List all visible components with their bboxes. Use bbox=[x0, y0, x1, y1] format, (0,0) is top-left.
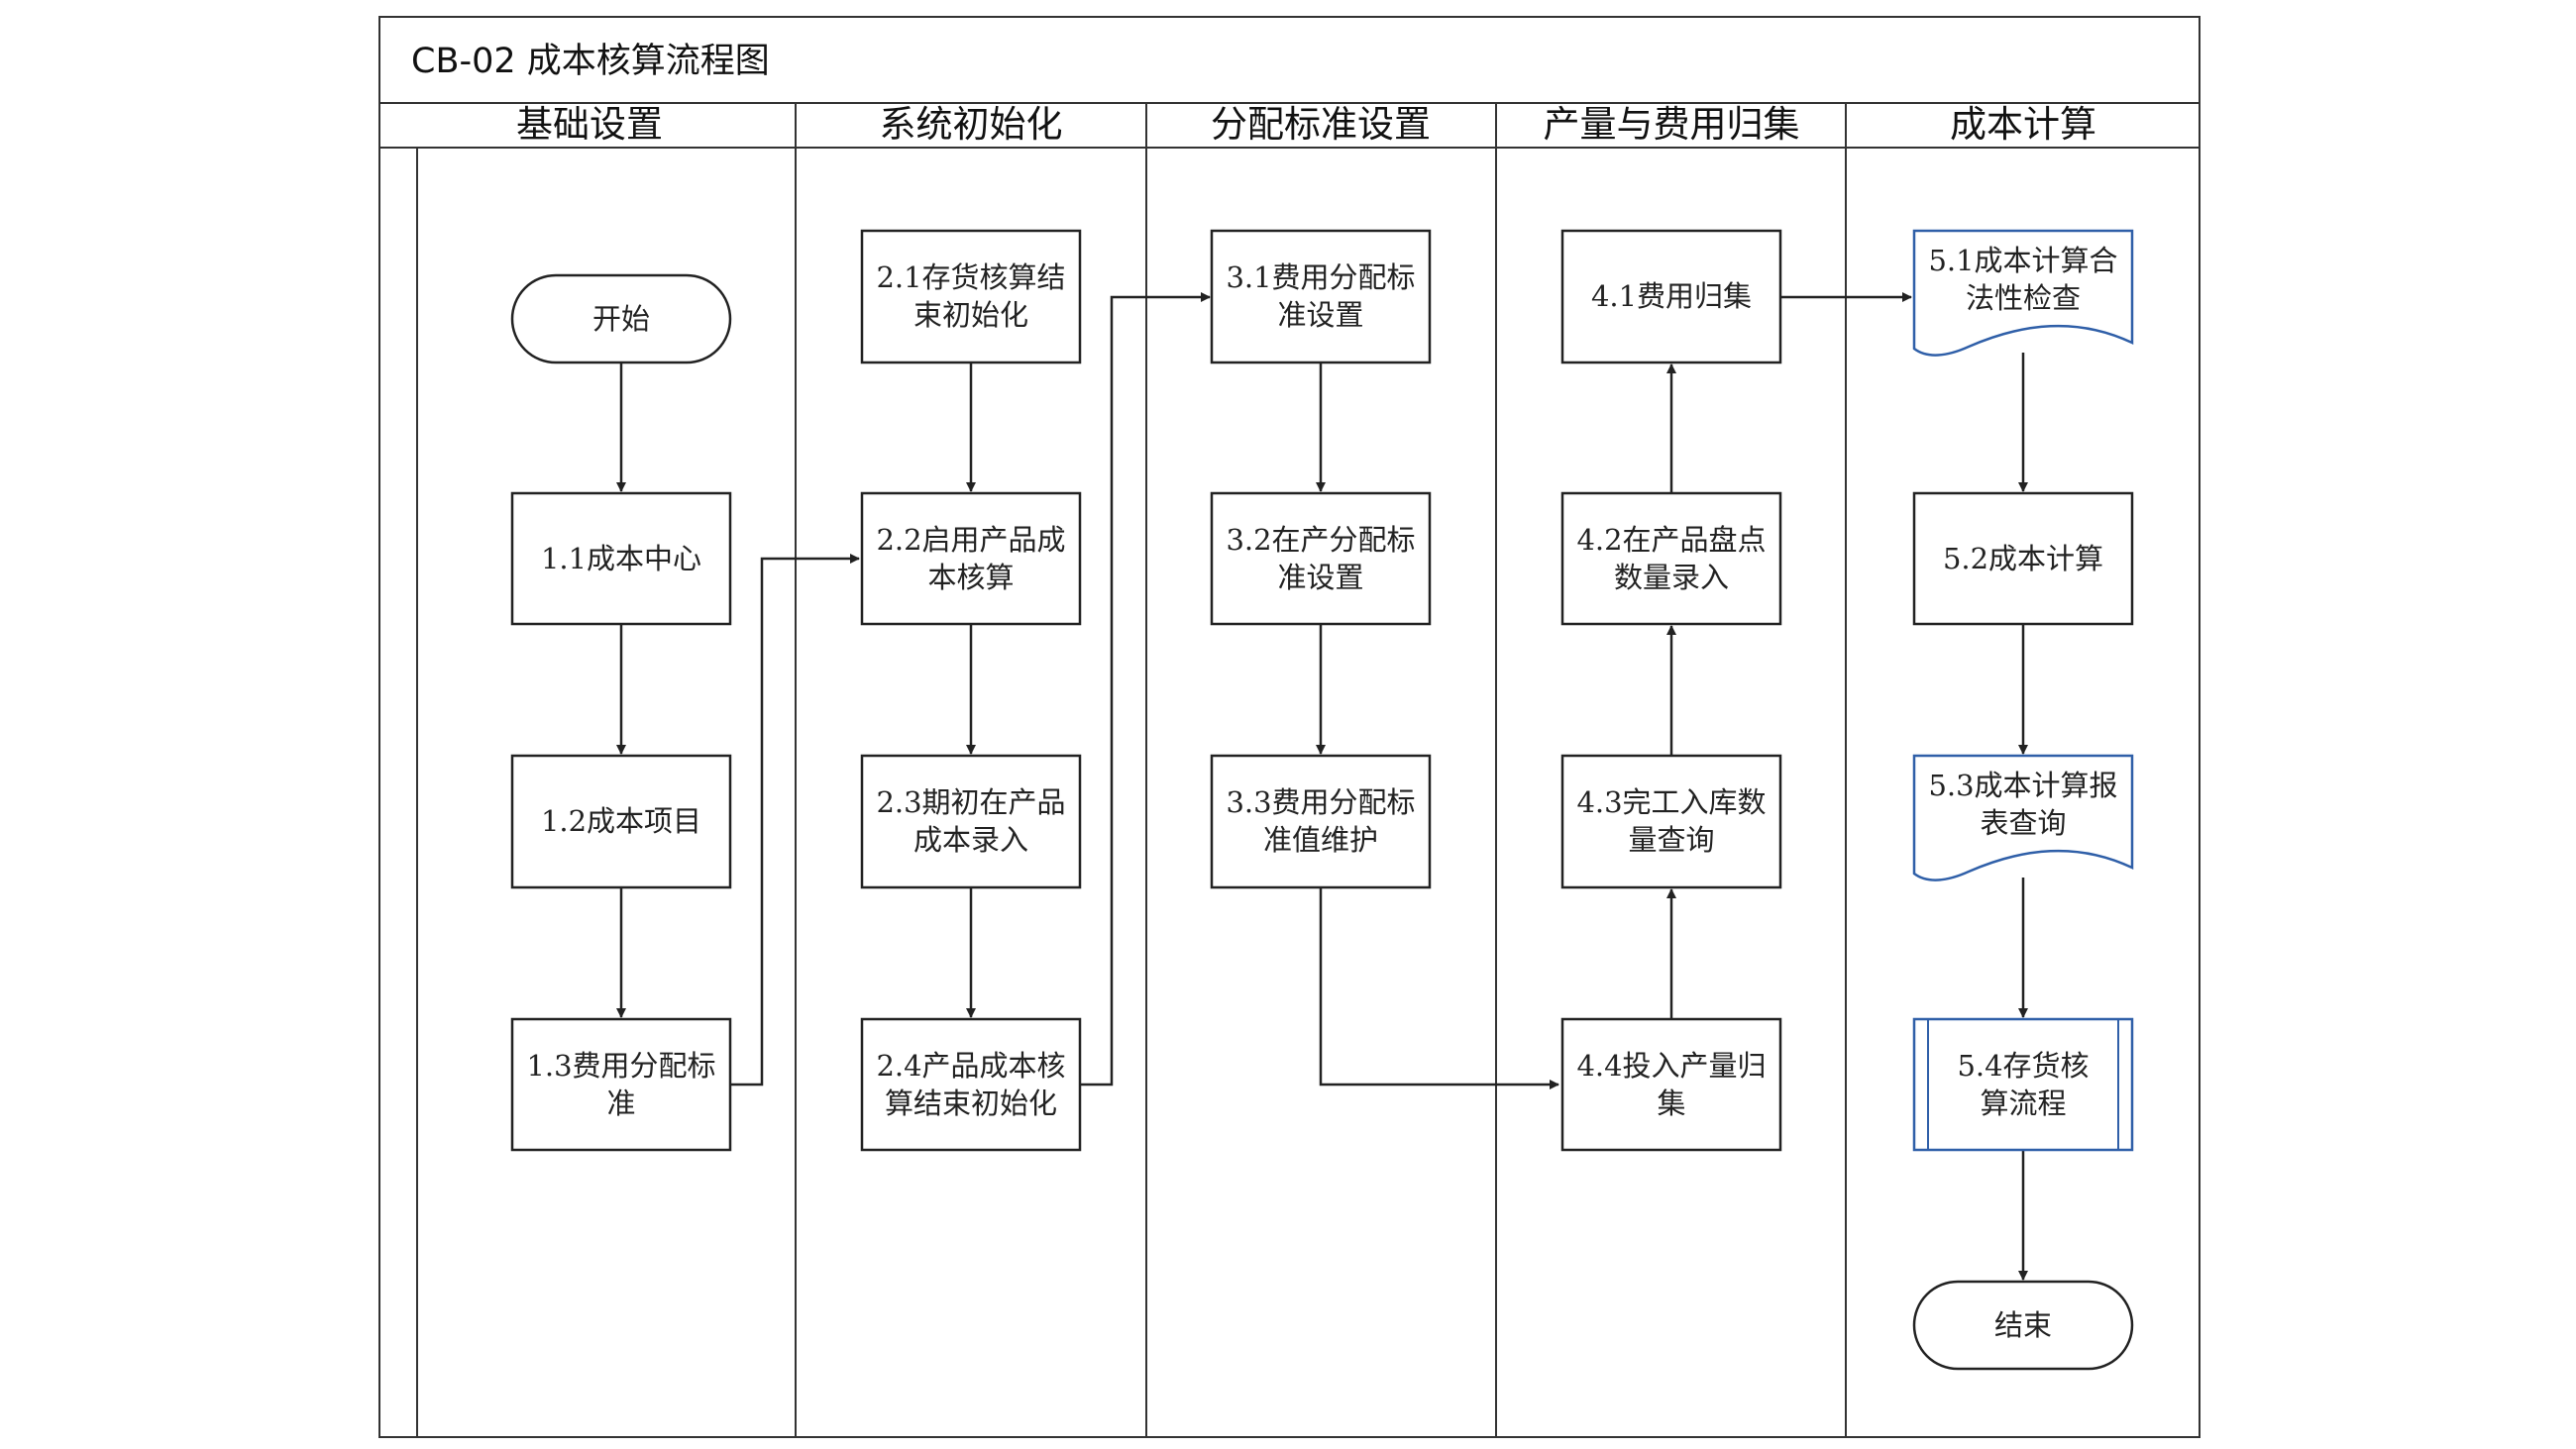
step-5-4-label: 5.4存货核算流程 bbox=[1957, 1049, 2089, 1120]
n5_2-label-line-0: 5.2成本计算 bbox=[1943, 542, 2103, 575]
step-1-1-label: 1.1成本中心 bbox=[541, 542, 701, 575]
step-5-2-box bbox=[1912, 491, 2134, 626]
edge-1-3-to-2-2 bbox=[730, 554, 860, 1087]
step-1-1-box bbox=[510, 491, 732, 626]
n5_4-label-line-1: 算流程 bbox=[1980, 1087, 2066, 1120]
step-2-1-box bbox=[860, 229, 1082, 364]
step-1-3-box bbox=[510, 1017, 732, 1152]
step-2-2-label: 2.2启用产品成本核算 bbox=[876, 523, 1065, 594]
n2_2-label-line-0: 2.2启用产品成 bbox=[876, 523, 1065, 557]
lane-header-allocation-standard: 分配标准设置 bbox=[1211, 103, 1431, 146]
step-3-1-label: 3.1费用分配标准设置 bbox=[1226, 260, 1415, 332]
n5_3-label-line-0: 5.3成本计算报 bbox=[1928, 769, 2117, 802]
n2_3-label-line-0: 2.3期初在产品 bbox=[876, 785, 1065, 819]
start-label-line-0: 开始 bbox=[592, 302, 650, 336]
n3_1-label-line-1: 准设置 bbox=[1277, 298, 1363, 332]
step-4-1-box bbox=[1560, 229, 1782, 364]
n3_3-label-line-1: 准值维护 bbox=[1263, 823, 1378, 857]
step-5-2-label: 5.2成本计算 bbox=[1943, 542, 2103, 575]
n5_1-label-line-0: 5.1成本计算合 bbox=[1928, 244, 2117, 277]
n3_3-label-line-0: 3.3费用分配标 bbox=[1226, 785, 1415, 819]
end-terminator bbox=[1912, 1280, 2134, 1371]
n1_1-label-line-0: 1.1成本中心 bbox=[541, 542, 701, 575]
n5_4-label-line-0: 5.4存货核 bbox=[1957, 1049, 2089, 1083]
step-2-1-label: 2.1存货核算结束初始化 bbox=[876, 260, 1065, 332]
n3_2-label-line-0: 3.2在产分配标 bbox=[1226, 523, 1415, 557]
step-4-4-label: 4.4投入产量归集 bbox=[1576, 1049, 1766, 1120]
step-2-2-box bbox=[860, 491, 1082, 626]
n3_1-label-line-0: 3.1费用分配标 bbox=[1226, 260, 1415, 294]
step-3-2-box bbox=[1210, 491, 1432, 626]
step-4-3-box bbox=[1560, 754, 1782, 889]
n2_1-label-line-1: 束初始化 bbox=[913, 298, 1028, 332]
n2_3-label-line-1: 成本录入 bbox=[913, 823, 1028, 857]
n4_1-label-line-0: 4.1费用归集 bbox=[1591, 279, 1752, 313]
n2_4-label-line-1: 算结束初始化 bbox=[885, 1087, 1057, 1120]
step-2-3-box bbox=[860, 754, 1082, 889]
step-5-3-label: 5.3成本计算报表查询 bbox=[1928, 769, 2117, 840]
step-3-1-box bbox=[1210, 229, 1432, 364]
n4_3-label-line-0: 4.3完工入库数 bbox=[1576, 785, 1766, 819]
n5_1-label-line-1: 法性检查 bbox=[1966, 281, 2081, 315]
n2_4-label-line-0: 2.4产品成本核 bbox=[876, 1049, 1065, 1083]
step-4-4-box bbox=[1560, 1017, 1782, 1152]
n2_1-label-line-0: 2.1存货核算结 bbox=[876, 260, 1065, 294]
step-3-2-label: 3.2在产分配标准设置 bbox=[1226, 523, 1415, 594]
lane-header-system-init: 系统初始化 bbox=[880, 103, 1063, 146]
n4_4-label-line-0: 4.4投入产量归 bbox=[1576, 1049, 1766, 1083]
edge-3-3-to-4-4 bbox=[1319, 887, 1559, 1089]
n4_2-label-line-0: 4.2在产品盘点 bbox=[1576, 523, 1766, 557]
step-4-2-box bbox=[1560, 491, 1782, 626]
step-5-1-label: 5.1成本计算合法性检查 bbox=[1928, 244, 2117, 315]
edge-2-4-to-3-1 bbox=[1080, 292, 1211, 1087]
lane-header-output-expense: 产量与费用归集 bbox=[1544, 103, 1800, 146]
lane-header-basic-setup: 基础设置 bbox=[516, 103, 663, 146]
n1_3-label-line-1: 准 bbox=[606, 1087, 635, 1120]
step-1-2-label: 1.2成本项目 bbox=[541, 804, 701, 838]
nodes-layer bbox=[510, 229, 2134, 1371]
step-5-1-document bbox=[1912, 229, 2134, 357]
lane-header-cost-calc: 成本计算 bbox=[1950, 103, 2096, 146]
step-1-2-box bbox=[510, 754, 732, 889]
step-3-3-box bbox=[1210, 754, 1432, 889]
n4_2-label-line-1: 数量录入 bbox=[1614, 561, 1729, 594]
n4_3-label-line-1: 量查询 bbox=[1628, 823, 1714, 857]
step-2-4-box bbox=[860, 1017, 1082, 1152]
step-4-1-label: 4.1费用归集 bbox=[1591, 279, 1752, 313]
start-terminator bbox=[510, 273, 732, 364]
step-2-4-label: 2.4产品成本核算结束初始化 bbox=[876, 1049, 1065, 1120]
step-2-3-label: 2.3期初在产品成本录入 bbox=[876, 785, 1065, 857]
step-5-3-document bbox=[1912, 754, 2134, 881]
diagram-title: CB-02 成本核算流程图 bbox=[411, 42, 770, 81]
step-1-3-label: 1.3费用分配标准 bbox=[526, 1049, 715, 1120]
n4_4-label-line-1: 集 bbox=[1657, 1087, 1685, 1120]
step-4-3-label: 4.3完工入库数量查询 bbox=[1576, 785, 1766, 857]
step-4-2-label: 4.2在产品盘点数量录入 bbox=[1576, 523, 1766, 594]
end-label: 结束 bbox=[1994, 1308, 2052, 1342]
labels-layer: 开始 1.1成本中心 1.2成本项目 1.3费用分配标准 2.1存货核算结束初始… bbox=[526, 244, 2117, 1342]
n5_3-label-line-1: 表查询 bbox=[1980, 806, 2066, 840]
diagram-frame bbox=[378, 16, 2200, 1438]
n1_2-label-line-0: 1.2成本项目 bbox=[541, 804, 701, 838]
start-label: 开始 bbox=[592, 302, 650, 336]
n2_2-label-line-1: 本核算 bbox=[927, 561, 1014, 594]
end-label-line-0: 结束 bbox=[1994, 1308, 2052, 1342]
n3_2-label-line-1: 准设置 bbox=[1277, 561, 1363, 594]
step-3-3-label: 3.3费用分配标准值维护 bbox=[1226, 785, 1415, 857]
n1_3-label-line-0: 1.3费用分配标 bbox=[526, 1049, 715, 1083]
step-5-4-subprocess bbox=[1912, 1017, 2134, 1152]
connectors bbox=[616, 292, 2028, 1281]
